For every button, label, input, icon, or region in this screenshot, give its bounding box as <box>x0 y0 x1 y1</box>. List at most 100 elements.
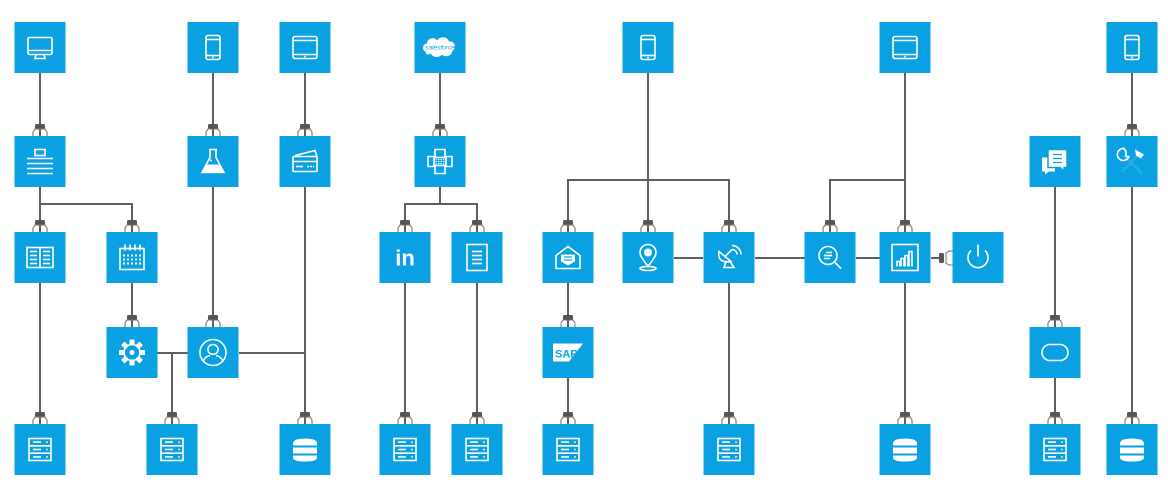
diagram-node-tools[interactable]: Tools <box>1106 136 1158 187</box>
connection-lines <box>39 73 1133 424</box>
linkedin-icon: in <box>395 246 415 271</box>
plug-connector <box>397 220 413 232</box>
diagram-node-server[interactable]: Server <box>379 424 431 475</box>
diagram-node-desktop[interactable]: Desktop <box>14 22 66 73</box>
diagram-node-sap[interactable]: SAPSAP <box>542 327 594 378</box>
diagram-node-database[interactable]: Database <box>1106 424 1158 475</box>
search-icon <box>818 245 842 270</box>
diagram-node-server[interactable]: Server <box>703 424 755 475</box>
connector-line <box>648 179 730 232</box>
phone-icon <box>640 34 656 61</box>
node-box <box>622 232 674 283</box>
plug-connector <box>397 412 413 424</box>
plug-connector <box>432 124 448 136</box>
diagram-node-server[interactable]: Server <box>451 424 503 475</box>
node-box <box>622 22 674 73</box>
diagram-node-lab[interactable]: Lab <box>187 136 239 187</box>
server-icon <box>28 437 52 462</box>
diagram-node-book[interactable]: Book <box>14 232 66 283</box>
server-icon <box>465 437 489 462</box>
diagram-node-fax-print[interactable]: Fax / Print <box>14 136 66 187</box>
diagram-node-chat[interactable]: Chat <box>1029 136 1081 187</box>
diagram-node-salesforce[interactable]: salesforcesalesforce <box>414 22 466 73</box>
diagram-node-user[interactable]: User <box>187 327 239 378</box>
diagram-node-search[interactable]: Search <box>804 232 856 283</box>
plug-connector <box>721 220 737 232</box>
credit-card-icon <box>292 149 318 173</box>
diagram-node-calendar[interactable]: Calendar <box>106 232 158 283</box>
diagram-node-phone[interactable]: Phone <box>187 22 239 73</box>
tablet-icon <box>292 35 318 60</box>
node-box <box>952 232 1004 283</box>
plug-connector <box>1047 315 1063 327</box>
node-box <box>106 232 158 283</box>
diagram-node-tablet[interactable]: Tablet <box>279 22 331 73</box>
flask-icon <box>200 148 226 174</box>
tools-icon <box>1116 147 1144 175</box>
diagram-node-server[interactable]: Server <box>14 424 66 475</box>
plug-connector <box>469 412 485 424</box>
phone-icon <box>1124 34 1140 61</box>
diagram-node-hub[interactable]: Hub <box>414 136 466 187</box>
diagram-node-mail[interactable]: Mail <box>542 232 594 283</box>
diagram-node-server[interactable]: Server <box>146 424 198 475</box>
book-icon <box>26 246 54 269</box>
diagram-node-satellite[interactable]: Satellite <box>703 232 755 283</box>
calendar-icon <box>119 244 145 271</box>
plug-connector <box>1047 412 1063 424</box>
diagram-node-document[interactable]: Document <box>451 232 503 283</box>
diagram-node-server[interactable]: Server <box>542 424 594 475</box>
connector-line <box>404 187 441 232</box>
hub-icon <box>427 148 453 175</box>
diagram-node-power[interactable]: Power <box>952 232 1004 283</box>
plug-connector <box>897 412 913 424</box>
fax-icon <box>27 148 53 175</box>
plug-connector <box>897 220 913 232</box>
plug-connector <box>32 220 48 232</box>
diagram-node-tablet[interactable]: Tablet <box>879 22 931 73</box>
sap-icon: SAP <box>553 343 583 362</box>
diagram-node-database[interactable]: Database <box>279 424 331 475</box>
diagram-node-location[interactable]: Location <box>622 232 674 283</box>
user-icon <box>199 338 227 367</box>
diagram-node-server[interactable]: Server <box>1029 424 1081 475</box>
oracle-icon <box>1041 343 1069 362</box>
diagram-node-oracle[interactable]: Oracle <box>1029 327 1081 378</box>
node-box <box>703 232 755 283</box>
connector-line <box>567 179 648 232</box>
database-icon <box>1120 438 1144 462</box>
plug-connector <box>297 412 313 424</box>
node-box <box>379 232 431 283</box>
diagram-node-phone[interactable]: Phone <box>622 22 674 73</box>
gear-icon <box>119 339 145 366</box>
connector-line <box>829 179 905 232</box>
salesforce-icon: salesforce <box>423 37 455 58</box>
connector-line <box>40 203 133 232</box>
node-box <box>279 22 331 73</box>
database-icon <box>893 438 917 462</box>
node-box <box>14 136 66 187</box>
diagram-node-analytics[interactable]: Analytics <box>879 232 931 283</box>
diagram-node-phone[interactable]: Phone <box>1106 22 1158 73</box>
diagram-node-payment[interactable]: Payment <box>279 136 331 187</box>
plug-connector <box>32 412 48 424</box>
plug-connector <box>822 220 838 232</box>
database-icon <box>293 438 317 462</box>
plug-connector <box>1124 124 1140 136</box>
plug-connector <box>1124 412 1140 424</box>
node-box <box>414 136 466 187</box>
node-box <box>187 136 239 187</box>
server-icon <box>556 437 580 462</box>
server-icon <box>1043 437 1067 462</box>
node-box <box>1029 327 1081 378</box>
diagram-node-settings[interactable]: Settings <box>106 327 158 378</box>
diagram-node-database[interactable]: Database <box>879 424 931 475</box>
diagram-nodes: DesktopFax / PrintBook CalendarSettings Ph… <box>14 22 1158 475</box>
plug-connector <box>469 220 485 232</box>
diagram-node-in[interactable]: inin <box>379 232 431 283</box>
plug-connector <box>124 315 140 327</box>
node-box <box>451 232 503 283</box>
node-box <box>1106 22 1158 73</box>
connector-line <box>440 203 478 232</box>
